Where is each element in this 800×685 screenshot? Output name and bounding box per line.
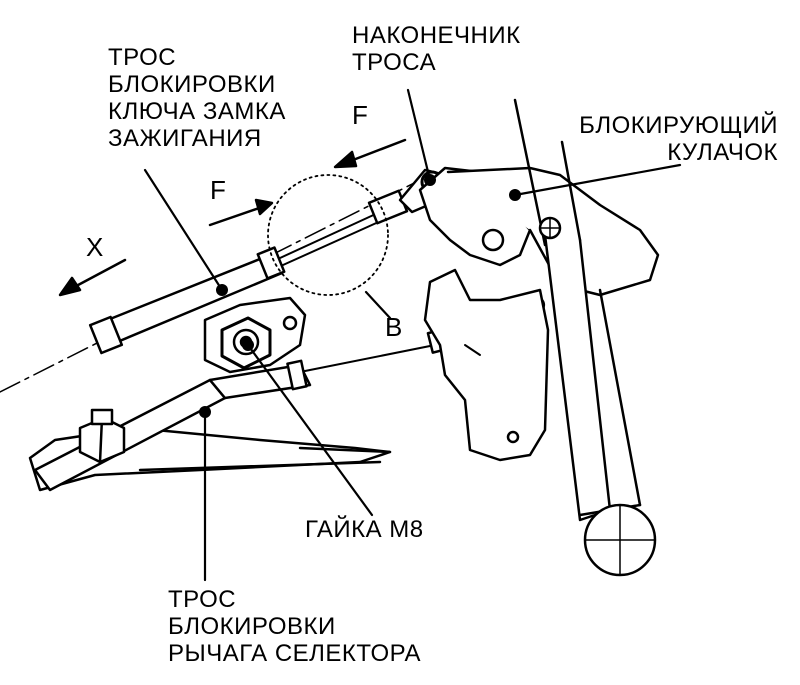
leader-dots	[199, 174, 521, 418]
detail-b-circle	[267, 174, 389, 296]
label-nut-m8: ГАЙКА М8	[305, 516, 424, 543]
main-bracket	[423, 268, 550, 462]
rod-knob	[583, 503, 657, 577]
label-ignition-cable: ТРОС БЛОКИРОВКИ КЛЮЧА ЗАМКА ЗАЖИГАНИЯ	[108, 44, 286, 152]
leader-nut	[246, 343, 374, 517]
label-selector-cable: ТРОС БЛОКИРОВКИ РЫЧАГА СЕЛЕКТОРА	[168, 586, 422, 667]
arrow-force-top	[333, 138, 407, 169]
label-locking-cam: БЛОКИРУЮЩИЙ КУЛАЧОК	[579, 112, 778, 166]
letter-force-left: F	[210, 175, 226, 205]
leader-ignition-cable	[143, 168, 224, 292]
letter-detail-b: B	[385, 312, 403, 342]
leader-detail-b	[364, 290, 392, 320]
letter-force-top: F	[352, 100, 368, 130]
leader-lines	[143, 88, 682, 582]
leader-locking-cam	[513, 163, 682, 197]
force-arrows	[58, 138, 407, 297]
arrow-direction-x	[58, 258, 127, 297]
letter-direction-x: X	[86, 232, 104, 262]
arrow-force-left	[208, 198, 274, 227]
leader-cable-tip	[406, 88, 432, 182]
selector-cable-nut	[78, 408, 126, 464]
nut-plate	[203, 296, 307, 374]
label-cable-tip: НАКОНЕЧНИК ТРОСА	[352, 22, 521, 76]
